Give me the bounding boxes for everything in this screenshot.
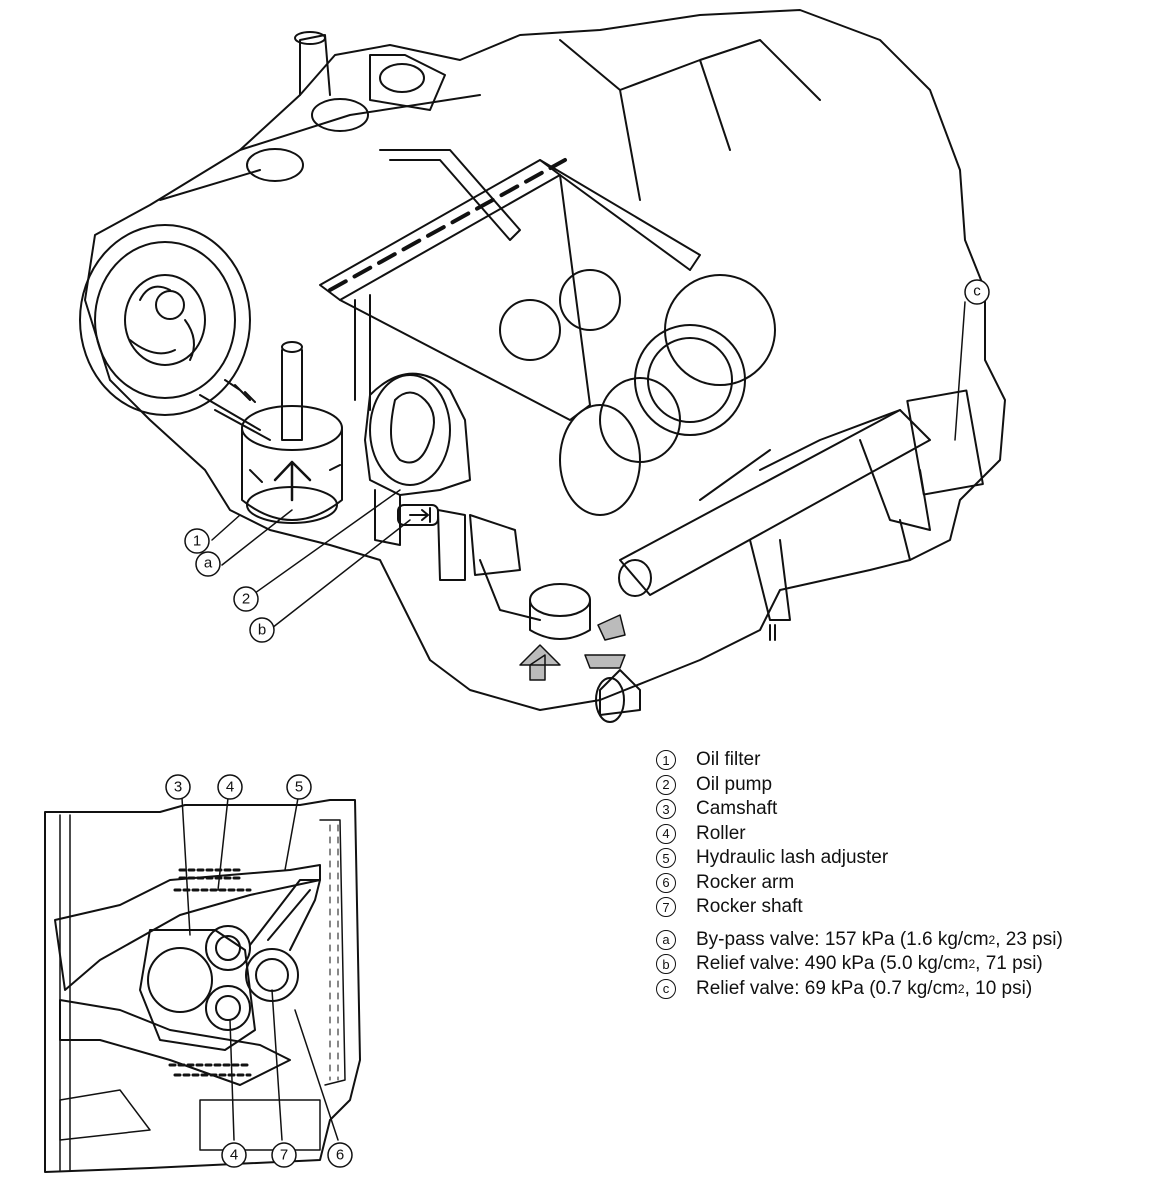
- legend-marker: 2: [656, 774, 676, 795]
- valve-spec-sup: 2: [988, 932, 996, 947]
- callout-circle-1: [184, 528, 210, 554]
- legend-marker: 6: [656, 872, 676, 893]
- oil-strainer: [479, 559, 626, 681]
- callout-7: 7: [280, 1147, 288, 1164]
- callout-circle-b: [249, 617, 275, 643]
- callout-3: 3: [174, 779, 182, 796]
- oil-gallery-frame: [319, 149, 701, 421]
- legend-text: Rocker shaft: [696, 896, 803, 917]
- callout-circle-c: [964, 279, 990, 305]
- callout-circle-a: [195, 551, 221, 577]
- legend-marker: a: [656, 929, 676, 950]
- legend-marker: c: [656, 978, 676, 999]
- legend-item: 3 Camshaft: [656, 797, 1136, 822]
- legend-marker: 4: [656, 823, 676, 844]
- legend-text: Hydraulic lash adjuster: [696, 847, 889, 868]
- callout-a: a: [204, 555, 213, 572]
- legend-marker: 1: [656, 750, 676, 771]
- leader-lines-top: [211, 301, 966, 629]
- callout-circle-4-bottom: [221, 1142, 247, 1168]
- valve-spec-label: Relief valve: 69 kPa (0.7 kg/cm: [696, 977, 958, 999]
- camshaft-assembly: [499, 269, 984, 641]
- valvetrain-detail-inset: [44, 799, 361, 1173]
- legend-text: Rocker arm: [696, 871, 795, 893]
- valve-spec-label: Relief valve: 490 kPa (5.0 kg/cm: [696, 953, 969, 974]
- legend-marker: 7: [656, 897, 676, 918]
- callout-circle-6: [327, 1142, 353, 1168]
- legend-item: 6 Rocker arm: [656, 871, 1136, 896]
- legend-text: Oil pump: [696, 773, 773, 795]
- oil-filter: [241, 341, 343, 524]
- legend-marker: b: [656, 954, 676, 975]
- legend-item: 7 Rocker shaft: [656, 895, 1136, 920]
- valve-spec-sup: 2: [957, 981, 965, 996]
- callout-circle-3: [165, 774, 191, 800]
- callout-circle-5: [286, 774, 312, 800]
- callout-6: 6: [336, 1147, 344, 1164]
- legend-text: Oil filter: [696, 749, 761, 770]
- legend-item: 4 Roller: [656, 822, 1136, 847]
- legend-text: Roller: [696, 822, 746, 844]
- callout-b: b: [258, 622, 266, 639]
- callout-circle-2: [233, 586, 259, 612]
- callout-1: 1: [193, 533, 201, 550]
- valve-spec-rest: , 71 psi): [975, 953, 1043, 974]
- engine-block-outline: [84, 9, 1006, 723]
- callout-c: c: [973, 283, 981, 300]
- oil-pump: [364, 372, 521, 581]
- callout-circle-4-top: [217, 774, 243, 800]
- valve-spec-sup: 2: [968, 957, 976, 971]
- legend-marker: 3: [656, 799, 676, 820]
- timing-pulley: [79, 224, 271, 441]
- legend-marker: 5: [656, 848, 676, 869]
- legend-item: 2 Oil pump: [656, 773, 1136, 798]
- callout-4-bottom: 4: [230, 1147, 238, 1164]
- legend-item: 5 Hydraulic lash adjuster: [656, 846, 1136, 871]
- leader-lines-inset: [181, 797, 339, 1141]
- legend-text: Camshaft: [696, 798, 778, 819]
- valve-spec-rest: , 10 psi): [964, 977, 1033, 999]
- callout-2: 2: [242, 591, 250, 608]
- valve-spec-rest: , 23 psi): [995, 928, 1063, 950]
- callout-circle-7: [271, 1142, 297, 1168]
- callout-4-top: 4: [226, 779, 234, 796]
- callout-5: 5: [295, 779, 303, 796]
- valve-spec-label: By-pass valve: 157 kPa (1.6 kg/cm: [696, 928, 989, 950]
- legend-item: 1 Oil filter: [656, 748, 1136, 773]
